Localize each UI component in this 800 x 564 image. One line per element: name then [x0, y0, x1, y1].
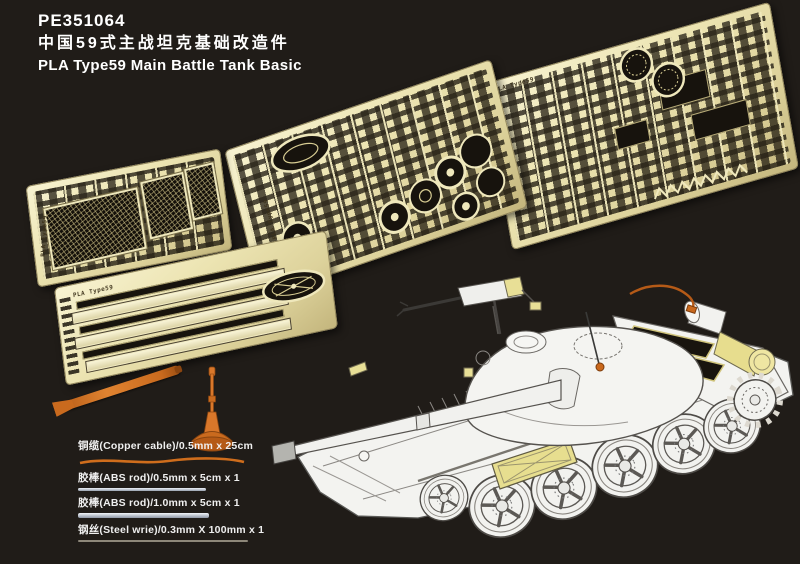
title-block: PE351064 中国59式主战坦克基础改造件 PLA Type59 Main …: [38, 10, 302, 77]
title-english: PLA Type59 Main Battle Tank Basic: [38, 57, 302, 74]
aa-machine-gun: [396, 276, 542, 335]
list-item: 胶棒(ABS rod)/0.5mm x 5cm x 1: [78, 472, 338, 491]
antenna: [585, 311, 605, 372]
pe-drum-rack: [713, 331, 761, 377]
pe-ammo-box: [503, 276, 525, 298]
oval-access-cover-part: [262, 269, 326, 303]
part-label: 铜缆(Copper cable)/0.5mm x 25cm: [78, 440, 254, 452]
pe-turret-part: [463, 367, 474, 378]
muzzle: [271, 440, 297, 465]
list-item: 胶棒(ABS rod)/1.0mm x 5cm x 1: [78, 497, 338, 518]
abs-rod-thin-sample: [78, 488, 206, 491]
list-item: 钢丝(Steel wrie)/0.3mm X 100mm x 1: [78, 524, 338, 542]
mg-ring-mount: [573, 332, 623, 360]
headlight: [358, 450, 370, 462]
part-label: 钢丝(Steel wrie)/0.3mm X 100mm x 1: [78, 524, 265, 536]
product-code: PE351064: [38, 11, 126, 30]
part-label: 胶棒(ABS rod)/0.5mm x 5cm x 1: [78, 472, 240, 484]
list-item: 铜缆(Copper cable)/0.5mm x 25cm: [78, 440, 338, 466]
main-gun: [271, 379, 562, 465]
photoetch-fret-fenders: PLA Type59: [54, 230, 338, 386]
tank-illustration: [271, 276, 794, 550]
antenna-base-sample-part: [191, 366, 233, 452]
abs-rod-thick-sample: [78, 513, 209, 518]
mg-barrel: [402, 296, 462, 312]
fret-a-round-parts: [619, 47, 748, 200]
turret: [463, 325, 704, 447]
road-wheels: [411, 372, 783, 550]
drive-sprocket: [727, 372, 783, 428]
sawtooth-strip: [653, 163, 748, 200]
part-label: 胶棒(ABS rod)/1.0mm x 5cm x 1: [78, 497, 240, 509]
hatch: [505, 330, 547, 354]
title-chinese: 中国59式主战坦克基础改造件: [38, 35, 290, 52]
included-parts-list: 铜缆(Copper cable)/0.5mm x 25cm 胶棒(ABS rod…: [78, 440, 338, 548]
copper-cable-accent: [629, 284, 698, 315]
photoetch-fret-top-right: PLA Type59: [483, 1, 799, 251]
steel-wire-sample: [78, 540, 248, 542]
copper-cable-sample-line: [79, 457, 245, 465]
